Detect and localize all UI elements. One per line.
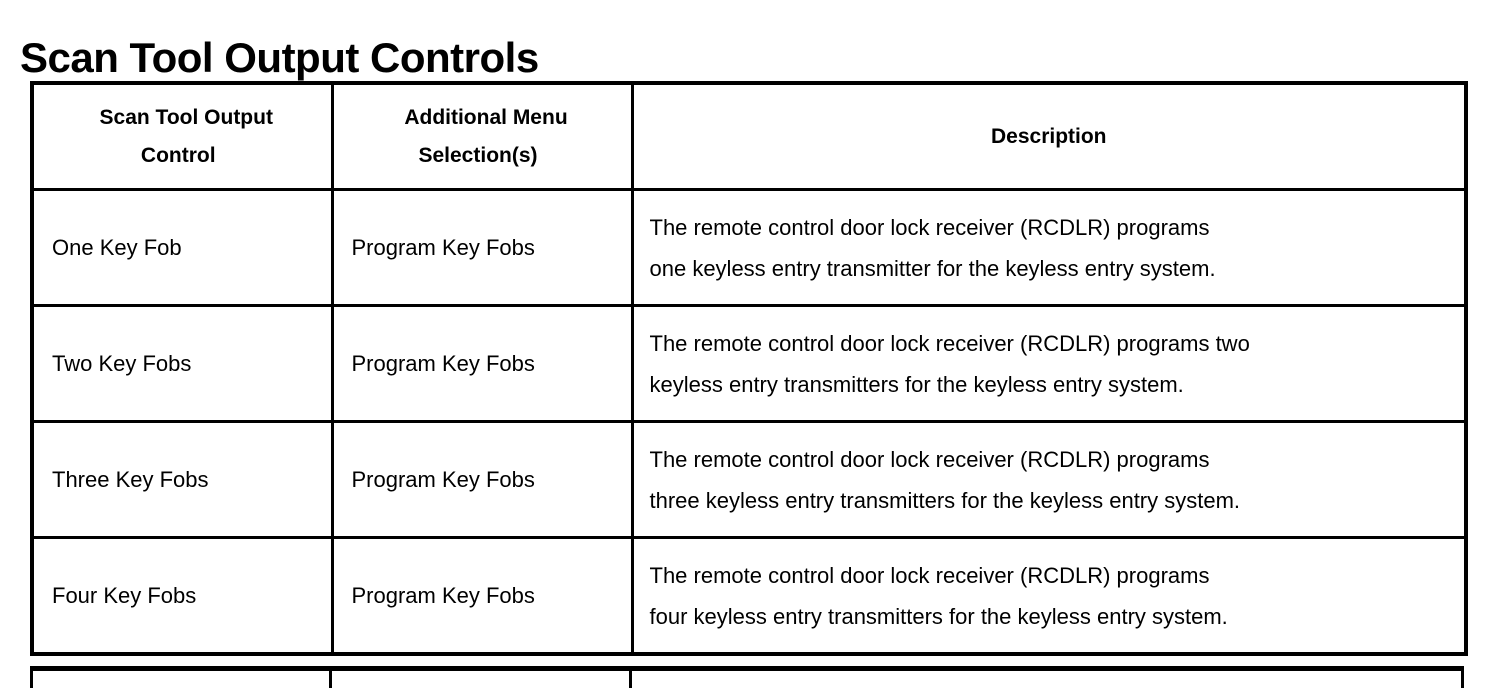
- column-header-additional-menu-selections-text: Additional Menu Selection(s): [396, 106, 567, 167]
- table-divider-right: [1461, 671, 1464, 688]
- description-line-1: The remote control door lock receiver (R…: [649, 330, 1250, 356]
- description-line-1: The remote control door lock receiver (R…: [649, 446, 1210, 472]
- description-line-2: three keyless entry transmitters for the…: [649, 487, 1241, 513]
- table-row: One Key Fob Program Key Fobs The remote …: [30, 188, 1468, 307]
- cell-additional-menu-selection: Program Key Fobs: [330, 188, 634, 307]
- table-bottom-border: [30, 666, 1464, 671]
- column-header-scan-tool-output-control-text: Scan Tool Output Control: [92, 106, 273, 167]
- cell-additional-menu-selection: Program Key Fobs: [330, 304, 634, 423]
- description-line-1: The remote control door lock receiver (R…: [649, 562, 1210, 588]
- column-header-line-2: Control: [140, 143, 216, 167]
- cell-scan-tool-output-control: Three Key Fobs: [30, 420, 334, 539]
- column-header-line-2: Selection(s): [418, 143, 538, 167]
- cell-scan-tool-output-control: Two Key Fobs: [30, 304, 334, 423]
- cell-description: The remote control door lock receiver (R…: [630, 188, 1468, 307]
- cell-additional-menu-selection: Program Key Fobs: [330, 536, 634, 656]
- scan-tool-output-controls-table: Scan Tool Output Control Additional Menu…: [30, 81, 1468, 656]
- cell-description: The remote control door lock receiver (R…: [630, 536, 1468, 656]
- cell-additional-menu-selection: Program Key Fobs: [330, 420, 634, 539]
- table-divider-column-2: [629, 671, 632, 688]
- scan-tool-output-controls-table-wrapper: Scan Tool Output Control Additional Menu…: [30, 81, 1468, 656]
- table-row: Four Key Fobs Program Key Fobs The remot…: [30, 536, 1468, 656]
- column-header-additional-menu-selections: Additional Menu Selection(s): [330, 81, 634, 191]
- table-header-row: Scan Tool Output Control Additional Menu…: [30, 81, 1468, 191]
- column-header-line-1: Additional Menu: [404, 105, 568, 129]
- column-header-description: Description: [630, 81, 1468, 191]
- page-title: Scan Tool Output Controls: [20, 34, 539, 82]
- cell-scan-tool-output-control: Four Key Fobs: [30, 536, 334, 656]
- table-body: One Key Fob Program Key Fobs The remote …: [30, 188, 1468, 656]
- table-continuation-cut-off: [30, 666, 1464, 688]
- description-line-1: The remote control door lock receiver (R…: [649, 214, 1210, 240]
- cell-scan-tool-output-control: One Key Fob: [30, 188, 334, 307]
- description-line-2: keyless entry transmitters for the keyle…: [649, 371, 1184, 397]
- column-header-line-1: Scan Tool Output: [99, 105, 273, 129]
- description-line-2: one keyless entry transmitter for the ke…: [649, 255, 1216, 281]
- table-header: Scan Tool Output Control Additional Menu…: [30, 81, 1468, 191]
- column-header-scan-tool-output-control: Scan Tool Output Control: [30, 81, 334, 191]
- column-header-description-text: Description: [990, 124, 1107, 148]
- description-line-2: four keyless entry transmitters for the …: [649, 603, 1228, 629]
- cell-description: The remote control door lock receiver (R…: [630, 420, 1468, 539]
- table-divider-left: [30, 671, 33, 688]
- cell-description: The remote control door lock receiver (R…: [630, 304, 1468, 423]
- table-row: Two Key Fobs Program Key Fobs The remote…: [30, 304, 1468, 423]
- table-divider-column-1: [329, 671, 332, 688]
- table-row: Three Key Fobs Program Key Fobs The remo…: [30, 420, 1468, 539]
